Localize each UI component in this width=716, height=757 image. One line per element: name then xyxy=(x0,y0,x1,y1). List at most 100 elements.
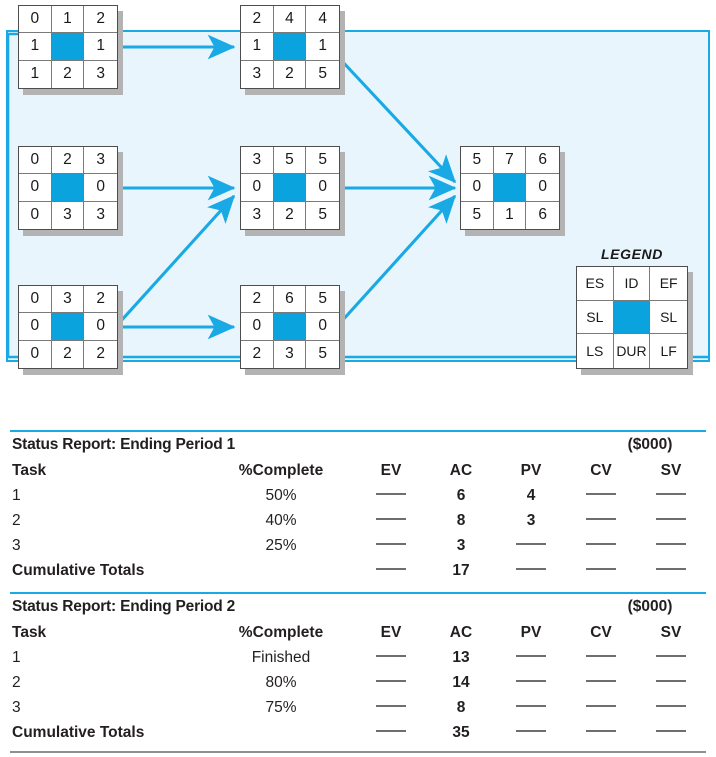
legend-cell-es: ES xyxy=(577,267,614,301)
dash-mark xyxy=(586,568,616,571)
dash-mark xyxy=(656,655,686,658)
col-header-cv: CV xyxy=(590,623,612,641)
report-table: Task %Complete EV AC PV CV SV 1 50% 6 4 … xyxy=(10,458,706,583)
cell-ac-total: 17 xyxy=(452,561,470,579)
node-task-2[interactable]: 0 2 3 0 0 0 3 3 xyxy=(18,146,118,230)
cell-task: 3 xyxy=(12,698,21,716)
node-cell-id: 3 xyxy=(51,286,85,314)
node-cell-es: 2 xyxy=(241,286,274,314)
node-cell-ls: 2 xyxy=(241,340,274,368)
node-cell-center-fill xyxy=(273,174,307,202)
status-report-period-2: Status Report: Ending Period 2 ($000) Ta… xyxy=(10,592,706,753)
cell-pctcomplete-total xyxy=(206,720,356,745)
dash-mark xyxy=(586,655,616,658)
cell-pv: 3 xyxy=(526,511,536,529)
cell-cv xyxy=(566,645,636,670)
node-cell-lf: 5 xyxy=(318,206,327,224)
cell-task: 1 xyxy=(12,486,21,504)
cell-ev xyxy=(356,533,426,558)
report-title-row: Status Report: Ending Period 2 ($000) xyxy=(10,594,706,620)
node-cell-ef: 6 xyxy=(526,147,559,175)
node-cell-center-fill xyxy=(493,174,527,202)
table-row: 3 75% 8 xyxy=(10,695,706,720)
status-report-period-1: Status Report: Ending Period 1 ($000) Ta… xyxy=(10,430,706,583)
table-row: 1 50% 6 4 xyxy=(10,483,706,508)
node-cell-center-fill xyxy=(51,174,85,202)
node-cell-lf: 6 xyxy=(538,206,547,224)
cell-ev xyxy=(356,645,426,670)
node-task-3[interactable]: 0 3 2 0 0 0 2 2 xyxy=(18,285,118,369)
cell-task-total: Cumulative Totals xyxy=(12,561,145,579)
cell-task: 3 xyxy=(12,536,21,554)
col-header-task: Task xyxy=(12,461,47,479)
cell-task-total: Cumulative Totals xyxy=(12,723,145,741)
cell-pv-total xyxy=(496,558,566,583)
dash-mark xyxy=(376,568,406,571)
cell-ac: 14 xyxy=(452,673,470,691)
node-task-4[interactable]: 2 4 4 1 1 3 2 5 xyxy=(240,5,340,89)
cell-sv-total xyxy=(636,720,706,745)
dash-mark xyxy=(586,705,616,708)
dash-mark xyxy=(586,730,616,733)
cell-task: 2 xyxy=(12,511,21,529)
table-total-row: Cumulative Totals 35 xyxy=(10,720,706,745)
node-cell-center-fill xyxy=(273,33,307,61)
node-cell-sl-left: 0 xyxy=(461,174,494,202)
node-cell-sl-right: 1 xyxy=(84,33,117,61)
cell-pctcomplete: 40% xyxy=(265,511,297,529)
table-header-row: Task %Complete EV AC PV CV SV xyxy=(10,458,706,483)
cell-pv-total xyxy=(496,720,566,745)
report-bottom-rule xyxy=(10,751,706,753)
node-cell-sl-left: 0 xyxy=(241,174,274,202)
node-cell-es: 5 xyxy=(461,147,494,175)
node-cell-dur: 3 xyxy=(52,201,85,229)
node-cell-center-fill xyxy=(51,313,85,341)
cell-pv xyxy=(496,670,566,695)
col-header-sv: SV xyxy=(660,461,682,479)
node-cell-id: 4 xyxy=(273,6,307,34)
node-cell-ef: 4 xyxy=(306,6,339,34)
legend-cell-dur: DUR xyxy=(614,334,651,368)
cell-ev xyxy=(356,695,426,720)
dash-mark xyxy=(586,680,616,683)
report-title-row: Status Report: Ending Period 1 ($000) xyxy=(10,432,706,458)
cell-ac: 13 xyxy=(452,648,470,666)
cell-ac: 8 xyxy=(456,698,466,716)
node-cell-id: 1 xyxy=(51,6,85,34)
dash-mark xyxy=(586,543,616,546)
node-cell-es: 2 xyxy=(241,6,274,34)
node-cell-sl-left: 1 xyxy=(19,33,52,61)
col-header-pv: PV xyxy=(520,461,542,479)
cell-pctcomplete: 50% xyxy=(265,486,297,504)
col-header-pctcomplete: %Complete xyxy=(238,623,324,641)
cell-ac: 6 xyxy=(456,486,466,504)
node-cell-es: 0 xyxy=(19,286,52,314)
dash-mark xyxy=(656,680,686,683)
dash-mark xyxy=(656,493,686,496)
node-cell-dur: 2 xyxy=(52,340,85,368)
report-units: ($000) xyxy=(627,436,673,453)
legend-cell-id: ID xyxy=(613,267,651,301)
table-row: 2 40% 8 3 xyxy=(10,508,706,533)
table-row: 1 Finished 13 xyxy=(10,645,706,670)
node-cell-dur: 2 xyxy=(274,201,307,229)
node-cell-sl-left: 0 xyxy=(19,174,52,202)
node-task-5[interactable]: 3 5 5 0 0 3 2 5 xyxy=(240,146,340,230)
col-header-pctcomplete: %Complete xyxy=(238,461,324,479)
node-task-7[interactable]: 5 7 6 0 0 5 1 6 xyxy=(460,146,560,230)
cell-ev xyxy=(356,670,426,695)
cell-pctcomplete: 25% xyxy=(265,536,297,554)
dash-mark xyxy=(516,568,546,571)
node-cell-sl-right: 0 xyxy=(526,174,559,202)
node-cell-es: 0 xyxy=(19,6,52,34)
cell-ev xyxy=(356,483,426,508)
node-task-1[interactable]: 0 1 2 1 1 1 2 3 xyxy=(18,5,118,89)
node-cell-es: 0 xyxy=(19,147,52,175)
legend-cell-ls: LS xyxy=(577,334,614,368)
node-cell-sl-right: 1 xyxy=(306,33,339,61)
node-task-6[interactable]: 2 6 5 0 0 2 3 5 xyxy=(240,285,340,369)
report-top-rule xyxy=(10,592,706,594)
cell-ac: 3 xyxy=(456,536,466,554)
col-header-task: Task xyxy=(12,623,47,641)
node-cell-ls: 3 xyxy=(241,60,274,88)
